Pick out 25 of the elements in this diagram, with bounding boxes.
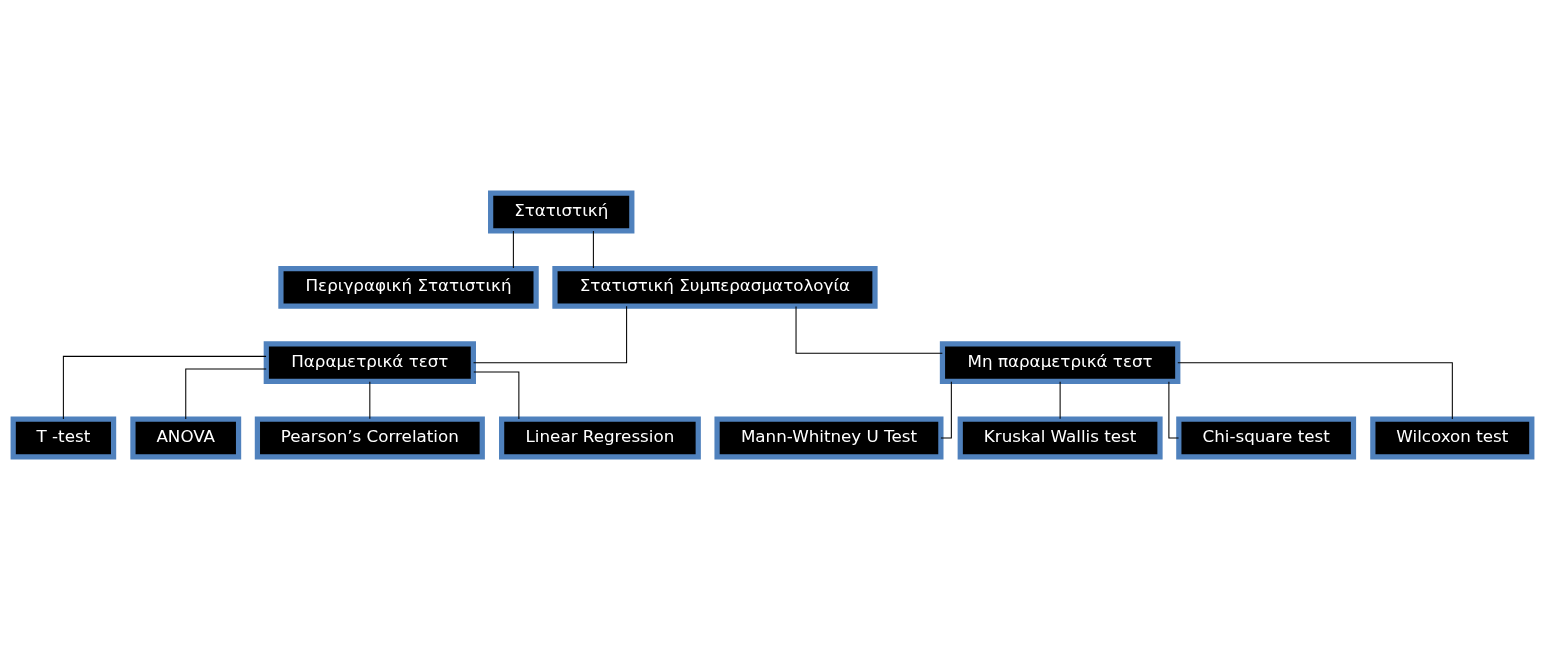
connector bbox=[795, 305, 943, 354]
connector bbox=[1176, 362, 1453, 420]
connector bbox=[1167, 381, 1179, 439]
node-box: Στατιστική bbox=[487, 190, 634, 234]
connector bbox=[939, 381, 952, 439]
connector bbox=[1059, 381, 1061, 420]
node-box: Chi-square test bbox=[1175, 416, 1356, 460]
connector bbox=[368, 381, 370, 420]
connector bbox=[592, 230, 594, 269]
connector bbox=[512, 230, 514, 269]
node-box: Wilcoxon test bbox=[1369, 416, 1534, 460]
connector bbox=[62, 355, 267, 420]
connector bbox=[472, 305, 627, 364]
node-box: Στατιστική Συμπερασματολογία bbox=[551, 265, 878, 309]
node-box: Linear Regression bbox=[498, 416, 701, 460]
connector bbox=[184, 368, 267, 420]
node-box: Mann-Whitney U Test bbox=[713, 416, 943, 460]
node-box: Περιγραφική Στατιστική bbox=[277, 265, 539, 309]
node-box: Παραμετρικά τεστ bbox=[263, 341, 476, 385]
node-box: T -test bbox=[10, 416, 116, 460]
node-box: Pearson’s Correlation bbox=[254, 416, 485, 460]
node-box: Kruskal Wallis test bbox=[957, 416, 1163, 460]
node-box: Μη παραμετρικά τεστ bbox=[939, 341, 1180, 385]
connector bbox=[472, 371, 519, 420]
node-box: ANOVA bbox=[129, 416, 241, 460]
